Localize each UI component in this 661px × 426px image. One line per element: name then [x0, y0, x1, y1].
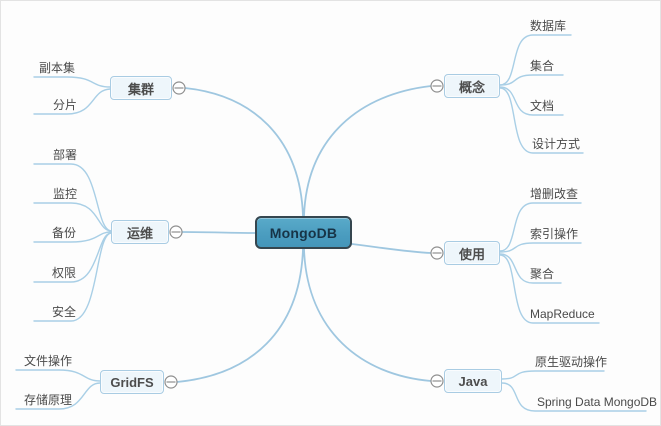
connector-sharding [33, 88, 111, 115]
branch-node-concepts[interactable]: 概念 [444, 74, 500, 98]
collapse-minus-icon-cluster[interactable] [172, 81, 186, 95]
connector-root-cluster [184, 87, 304, 217]
connector-root-operations [181, 231, 256, 234]
branch-node-cluster[interactable]: 集群 [110, 76, 172, 100]
branch-node-java[interactable]: Java [444, 369, 502, 393]
connector-root-concepts [303, 85, 432, 217]
connector-storage-principle [15, 382, 101, 410]
leaf-node-sharding[interactable]: 分片 [53, 98, 78, 112]
connector-replica-set [33, 76, 111, 88]
leaf-node-aggregation[interactable]: 聚合 [530, 267, 555, 281]
branch-node-operations[interactable]: 运维 [111, 220, 169, 244]
leaf-node-index-operations[interactable]: 索引操作 [530, 227, 579, 241]
branch-node-gridfs[interactable]: GridFS [100, 370, 164, 394]
leaf-node-backup[interactable]: 备份 [52, 226, 77, 240]
connector-deployment [33, 163, 112, 232]
collapse-minus-icon-gridfs[interactable] [164, 375, 178, 389]
connector-document [499, 86, 564, 116]
leaf-node-replica-set[interactable]: 副本集 [39, 61, 76, 75]
leaf-node-document[interactable]: 文档 [530, 99, 555, 113]
leaf-node-crud[interactable]: 增删改查 [530, 187, 579, 201]
leaf-node-deployment[interactable]: 部署 [53, 148, 78, 162]
connector-backup [33, 231, 112, 243]
branch-node-usage[interactable]: 使用 [444, 241, 500, 265]
leaf-node-file-operations[interactable]: 文件操作 [24, 354, 73, 368]
leaf-node-storage-principle[interactable]: 存储原理 [24, 393, 73, 407]
connector-spring-data [501, 382, 647, 412]
connector-database [499, 34, 572, 86]
connector-monitoring [33, 202, 112, 232]
leaf-node-native-driver[interactable]: 原生驱动操作 [535, 355, 608, 369]
connector-native-driver [501, 370, 605, 380]
connector-index-operations [499, 242, 582, 253]
collapse-minus-icon-java[interactable] [430, 374, 444, 388]
leaf-node-collection[interactable]: 集合 [530, 59, 555, 73]
leaf-node-security[interactable]: 安全 [52, 305, 77, 319]
leaf-node-database[interactable]: 数据库 [530, 19, 567, 33]
leaf-node-design-approach[interactable]: 设计方式 [532, 137, 581, 151]
connector-collection [499, 74, 564, 86]
connector-map-reduce [499, 254, 600, 324]
collapse-minus-icon-concepts[interactable] [430, 79, 444, 93]
root-node-mongodb[interactable]: MongoDB [255, 216, 352, 249]
connector-root-gridfs [176, 248, 304, 383]
collapse-minus-icon-usage[interactable] [430, 246, 444, 260]
connector-aggregation [499, 253, 562, 284]
leaf-node-permissions[interactable]: 权限 [52, 266, 77, 280]
leaf-node-spring-data-mongodb[interactable]: Spring Data MongoDB [537, 395, 658, 409]
connector-root-usage [351, 243, 432, 254]
connector-crud [499, 202, 582, 252]
connector-design-approach [499, 87, 584, 154]
connector-file-operations [15, 369, 101, 382]
connector-security [33, 232, 112, 322]
leaf-node-monitoring[interactable]: 监控 [53, 187, 78, 201]
collapse-minus-icon-operations[interactable] [169, 225, 183, 239]
leaf-node-map-reduce[interactable]: MapReduce [530, 307, 595, 321]
connector-root-java [303, 248, 432, 382]
